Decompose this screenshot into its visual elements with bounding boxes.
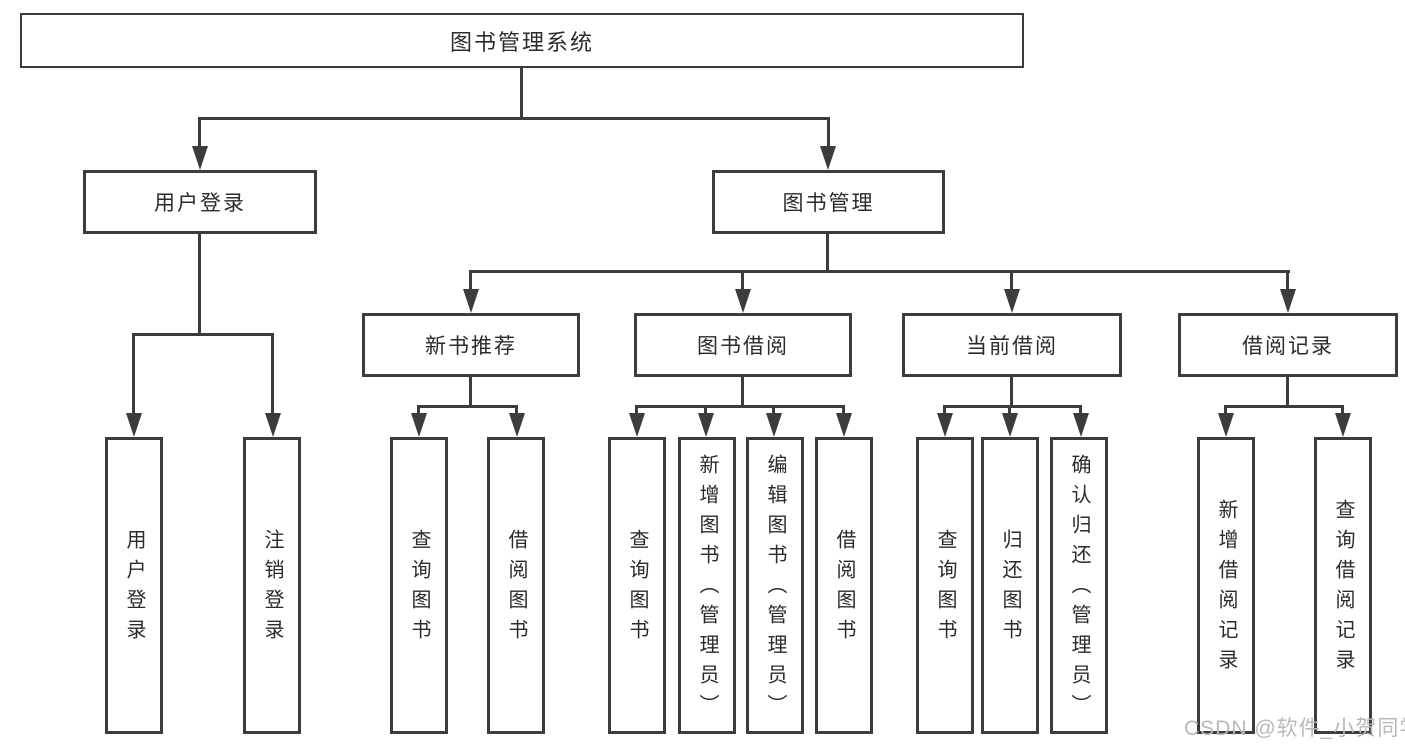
connector-line xyxy=(741,270,744,291)
node-new-book-recommend: 新书推荐 xyxy=(362,313,580,377)
arrow-down-icon xyxy=(1002,413,1018,437)
connector-line xyxy=(704,405,707,417)
connector-line xyxy=(741,377,744,408)
connector-line xyxy=(1341,405,1344,417)
arrow-down-icon xyxy=(1218,413,1234,437)
arrow-down-icon xyxy=(192,146,208,170)
leaf-borrow-add-book-admin: 新增图书（管理员） xyxy=(678,437,736,734)
arrow-down-icon xyxy=(509,413,525,437)
connector-line xyxy=(132,333,274,336)
arrow-down-icon xyxy=(1280,289,1296,313)
connector-line xyxy=(469,377,472,408)
connector-line xyxy=(1286,270,1289,291)
connector-line xyxy=(198,234,201,336)
leaf-current-query-book: 查询图书 xyxy=(916,437,974,734)
leaf-borrow-edit-book-admin: 编辑图书（管理员） xyxy=(746,437,804,734)
connector-line xyxy=(943,405,1082,408)
arrow-down-icon xyxy=(1073,413,1089,437)
node-root: 图书管理系统 xyxy=(20,13,1024,68)
arrow-down-icon xyxy=(463,289,479,313)
node-book-borrow: 图书借阅 xyxy=(634,313,852,377)
arrow-down-icon xyxy=(698,413,714,437)
connector-line xyxy=(635,405,638,417)
connector-line xyxy=(827,117,830,150)
leaf-newbook-query-book: 查询图书 xyxy=(390,437,448,734)
connector-line xyxy=(198,117,830,120)
connector-line xyxy=(198,117,201,150)
connector-line xyxy=(1010,377,1013,408)
connector-line xyxy=(1010,270,1013,291)
connector-line xyxy=(515,405,518,417)
connector-line xyxy=(635,405,845,408)
leaf-current-return-book: 归还图书 xyxy=(981,437,1039,734)
connector-line xyxy=(417,405,420,417)
arrow-down-icon xyxy=(1335,413,1351,437)
node-borrow-records: 借阅记录 xyxy=(1178,313,1398,377)
arrow-down-icon xyxy=(820,146,836,170)
connector-line xyxy=(271,333,274,415)
leaf-current-confirm-return-admin: 确认归还（管理员） xyxy=(1050,437,1108,734)
leaf-user-login: 用户登录 xyxy=(105,437,163,734)
connector-line xyxy=(842,405,845,417)
connector-line xyxy=(469,270,472,291)
leaf-borrow-borrow-book: 借阅图书 xyxy=(815,437,873,734)
connector-line xyxy=(826,234,829,273)
arrow-down-icon xyxy=(836,413,852,437)
arrow-down-icon xyxy=(411,413,427,437)
connector-line xyxy=(469,270,1290,273)
leaf-newbook-borrow-book: 借阅图书 xyxy=(487,437,545,734)
csdn-watermark: CSDN @软件_小贺同学 xyxy=(1184,717,1405,740)
arrow-down-icon xyxy=(937,413,953,437)
connector-line xyxy=(772,405,775,417)
node-book-management: 图书管理 xyxy=(712,170,945,234)
leaf-records-query-record: 查询借阅记录 xyxy=(1314,437,1372,734)
connector-line xyxy=(943,405,946,417)
connector-line xyxy=(1224,405,1344,408)
node-current-borrow: 当前借阅 xyxy=(902,313,1122,377)
connector-line xyxy=(1079,405,1082,417)
leaf-logout: 注销登录 xyxy=(243,437,301,734)
node-user-login: 用户登录 xyxy=(83,170,317,234)
arrow-down-icon xyxy=(735,289,751,313)
arrow-down-icon xyxy=(1004,289,1020,313)
connector-line xyxy=(417,405,518,408)
leaf-records-add-record: 新增借阅记录 xyxy=(1197,437,1255,734)
connector-line xyxy=(132,333,135,415)
arrow-down-icon xyxy=(766,413,782,437)
leaf-borrow-query-book: 查询图书 xyxy=(608,437,666,734)
connector-line xyxy=(1286,377,1289,408)
arrow-down-icon xyxy=(265,413,281,437)
arrow-down-icon xyxy=(126,413,142,437)
connector-line xyxy=(1224,405,1227,417)
connector-line xyxy=(520,68,523,119)
connector-line xyxy=(1008,405,1011,417)
arrow-down-icon xyxy=(629,413,645,437)
